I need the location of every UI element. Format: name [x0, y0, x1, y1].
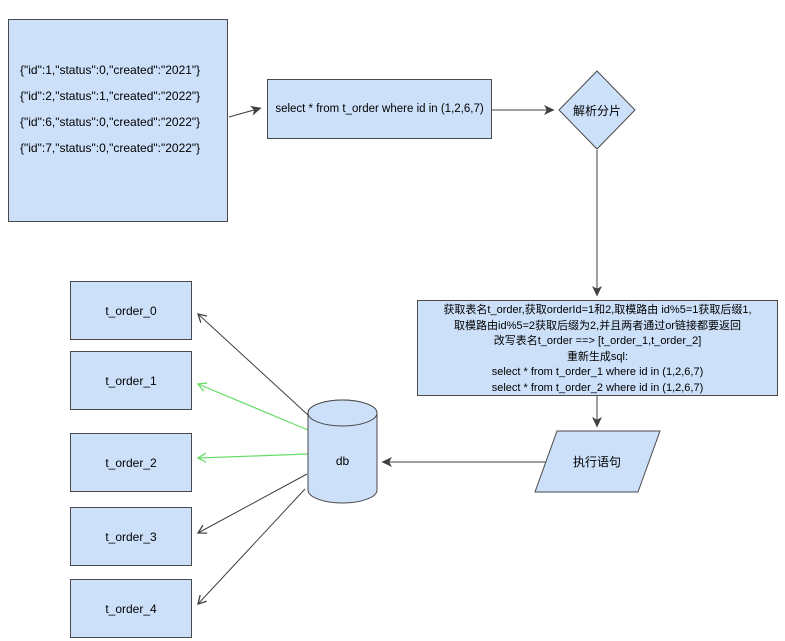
record-line: {"id":1,"status":0,"created":"2021"} [20, 63, 201, 77]
routing-line: 获取表名t_order,获取orderId=1和2,取模路由 id%5=1获取后… [443, 304, 752, 316]
table-label: t_order_2 [105, 455, 157, 470]
routing-line: select * from t_order_1 where id in (1,2… [491, 366, 704, 378]
sql-query-label: select * from t_order where id in (1,2,6… [275, 103, 484, 115]
node-routing-explanation: 获取表名t_order,获取orderId=1和2,取模路由 id%5=1获取后… [417, 300, 778, 396]
table-label: t_order_4 [105, 601, 157, 616]
database-label: db [335, 454, 350, 468]
decision-diamond-shape [558, 70, 636, 150]
decision-diamond-label: 解析分片 [572, 103, 621, 118]
table-label: t_order_0 [105, 303, 157, 318]
record-line: {"id":7,"status":0,"created":"2022"} [20, 141, 201, 155]
node-sql-query: select * from t_order where id in (1,2,6… [267, 79, 492, 139]
execute-parallelogram-shape [534, 430, 661, 493]
node-input-records: {"id":1,"status":0,"created":"2021"} {"i… [8, 19, 228, 222]
arrow-records-to-query [228, 105, 262, 118]
node-table-t-order-0: t_order_0 [70, 281, 192, 340]
routing-line: 取模路由id%5=2获取后缀为2,并且两者通过or链接都要返回 [454, 319, 741, 332]
node-table-t-order-4: t_order_4 [70, 579, 192, 638]
table-label: t_order_3 [105, 529, 157, 544]
execute-step-label: 执行语句 [572, 454, 621, 469]
node-table-t-order-2: t_order_2 [70, 433, 192, 492]
database-cylinder-top [307, 399, 378, 427]
arrow-db-to-t-order-2-highlight [196, 452, 309, 463]
arrow-db-to-t-order-4 [197, 488, 306, 605]
routing-line: select * from t_order_2 where id in (1,2… [491, 381, 704, 394]
routing-line: 改写表名t_order ==> [t_order_1,t_order_2] [493, 335, 702, 347]
node-table-t-order-1: t_order_1 [70, 351, 192, 410]
record-line: {"id":2,"status":1,"created":"2022"} [20, 89, 201, 103]
arrow-db-to-t-order-3 [196, 473, 308, 534]
routing-line: 重新生成sql: [566, 350, 629, 363]
record-line: {"id":6,"status":0,"created":"2022"} [20, 115, 201, 129]
table-label: t_order_1 [105, 373, 157, 388]
arrow-db-to-t-order-1-highlight [196, 382, 309, 431]
node-table-t-order-3: t_order_3 [70, 507, 192, 566]
arrow-db-to-t-order-0 [197, 313, 309, 416]
